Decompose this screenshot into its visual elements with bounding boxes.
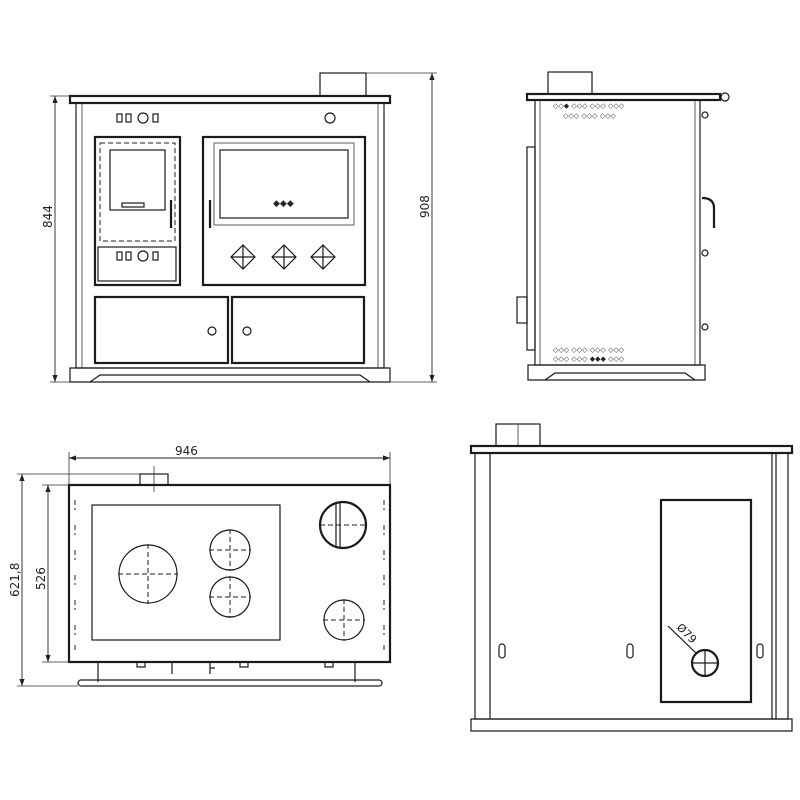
- drawer-right: [230, 295, 366, 365]
- stove-base: [69, 367, 391, 383]
- flue-pipe: [547, 71, 593, 95]
- burner-ring: [209, 529, 251, 571]
- air-vent-icon: [116, 112, 159, 124]
- firebox-window: [109, 149, 166, 211]
- rear-flue-panel: [659, 498, 753, 704]
- svg-text:◇◇◆ ◇◇◇ ◇◇◇ ◇◇◇: ◇◇◆ ◇◇◇ ◇◇◇ ◇◇◇: [553, 102, 625, 110]
- front-view: ◆◆◆ 844 908: [41, 72, 437, 383]
- top-plate: [525, 92, 722, 102]
- oven-door: [201, 135, 367, 287]
- side-handle: [701, 196, 716, 228]
- flue-outlet: [318, 500, 368, 550]
- thermometer-icon: ◆◆◆: [273, 199, 294, 209]
- total-height-dimension: 908: [418, 195, 432, 218]
- burner-ring: [209, 576, 251, 618]
- top-plate: [469, 444, 794, 455]
- oven-window: [219, 149, 349, 219]
- cooktop: [67, 483, 392, 664]
- flue-diameter-label: Ø79: [674, 621, 699, 646]
- burner-ring: [118, 544, 178, 604]
- width-dimension: 946: [175, 444, 198, 458]
- towel-rail: [77, 679, 383, 687]
- air-vent-icon: [116, 250, 159, 262]
- height-dimension: 844: [41, 205, 55, 228]
- front-controls: [136, 662, 334, 674]
- side-view: ◇◇◆ ◇◇◇ ◇◇◇ ◇◇◇ ◇◇◇ ◇◇◇ ◇◇◇ ◇◇◇ ◇◇◇ ◇◇◇ …: [516, 71, 730, 381]
- stove-base: [527, 364, 706, 381]
- total-depth-dimension: 621,8: [8, 563, 22, 597]
- depth-dimension: 526: [34, 567, 48, 590]
- top-plate: [68, 94, 392, 105]
- top-view: 946 621,8 526: [8, 444, 392, 687]
- ash-door: [97, 246, 177, 282]
- svg-text:◇◇◇ ◇◇◇ ◇◇◇: ◇◇◇ ◇◇◇ ◇◇◇: [563, 112, 617, 120]
- back-panel: [474, 452, 789, 720]
- svg-text:◇◇◇ ◇◇◇ ◆◆◆ ◇◇◇: ◇◇◇ ◇◇◇ ◆◆◆ ◇◇◇: [553, 355, 625, 363]
- burner-ring: [323, 599, 365, 641]
- burner-diamond-icon: [230, 244, 336, 270]
- drawer-left: [93, 295, 230, 365]
- flue-pipe: [319, 72, 367, 97]
- back-view: Ø79: [469, 423, 794, 732]
- stove-base: [470, 718, 793, 732]
- svg-text:◇◇◇ ◇◇◇ ◇◇◇ ◇◇◇: ◇◇◇ ◇◇◇ ◇◇◇ ◇◇◇: [553, 346, 625, 354]
- hot-plate: [91, 504, 281, 641]
- knob-icon: [324, 112, 336, 124]
- firebox-door: [93, 135, 182, 287]
- side-body: [534, 99, 701, 366]
